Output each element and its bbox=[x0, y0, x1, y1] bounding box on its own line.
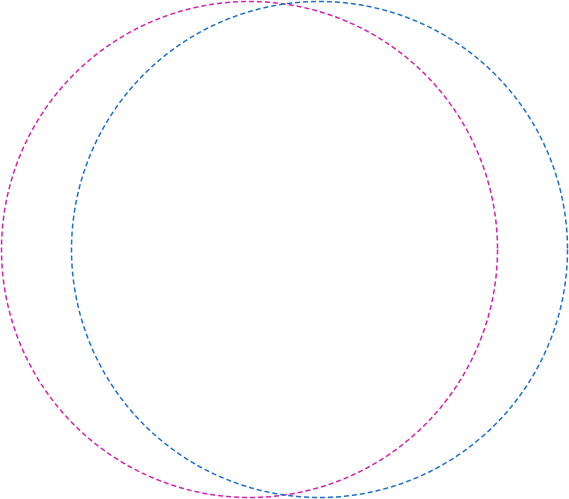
blue-circle bbox=[70, 0, 569, 499]
magenta-circle bbox=[0, 0, 499, 499]
